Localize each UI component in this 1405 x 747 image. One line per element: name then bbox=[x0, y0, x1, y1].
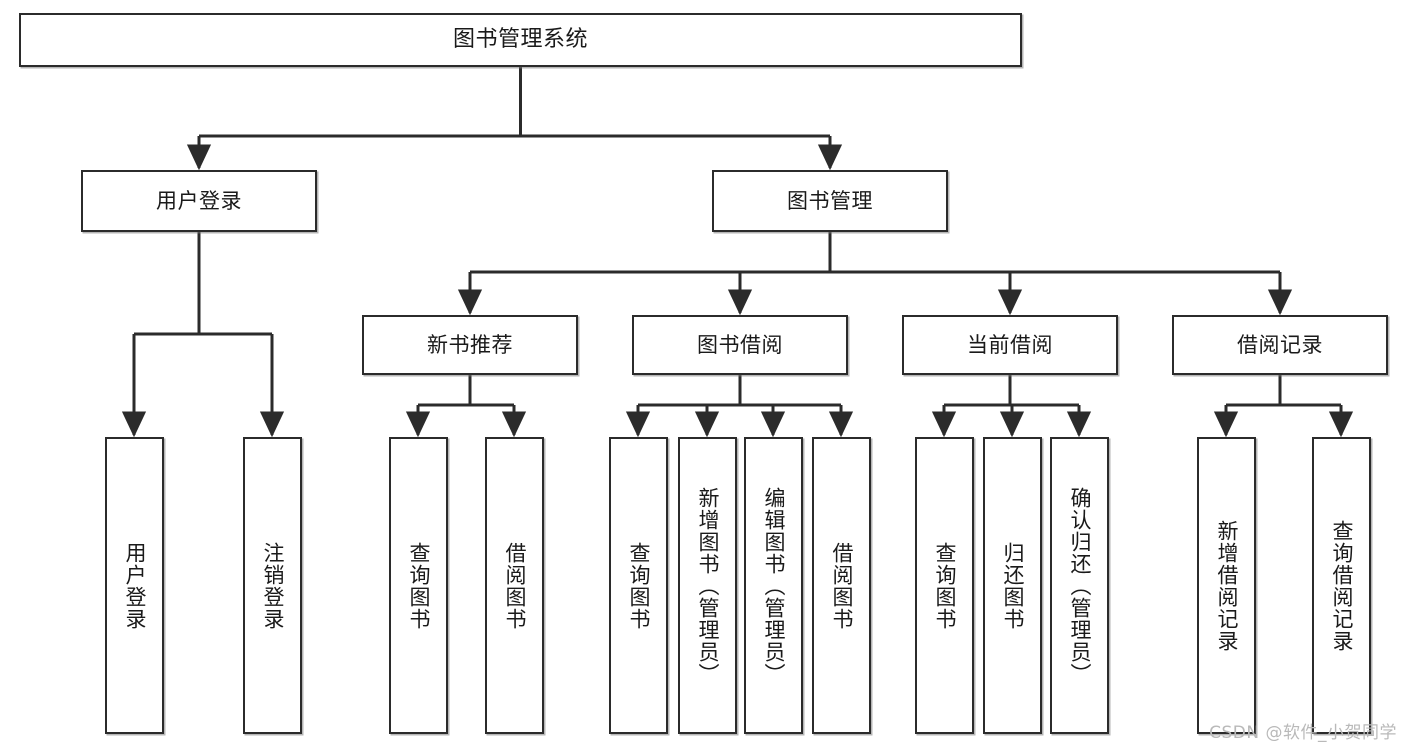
node-label: 查询借阅记录 bbox=[1329, 519, 1354, 652]
node-book-management[interactable]: 图书管理 bbox=[712, 170, 948, 232]
node-leaf-logout-login[interactable]: 注销登录 bbox=[243, 437, 302, 734]
node-label: 查询图书 bbox=[406, 541, 431, 630]
node-label: 图书管理系统 bbox=[452, 27, 588, 53]
node-label: 新增图书（管理员） bbox=[695, 486, 720, 685]
node-current-borrow[interactable]: 当前借阅 bbox=[902, 315, 1118, 375]
node-label: 新书推荐 bbox=[427, 332, 513, 357]
node-leaf-query-book-1[interactable]: 查询图书 bbox=[389, 437, 448, 734]
node-label: 用户登录 bbox=[156, 188, 242, 213]
node-root-book-management-system[interactable]: 图书管理系统 bbox=[19, 13, 1022, 67]
node-label: 注销登录 bbox=[260, 541, 285, 630]
node-label: 借阅图书 bbox=[829, 541, 854, 630]
node-leaf-borrow-book-1[interactable]: 借阅图书 bbox=[485, 437, 544, 734]
node-leaf-user-login[interactable]: 用户登录 bbox=[105, 437, 164, 734]
node-label: 借阅记录 bbox=[1237, 332, 1323, 357]
node-label: 图书管理 bbox=[787, 188, 873, 213]
node-label: 当前借阅 bbox=[967, 332, 1053, 357]
node-label: 借阅图书 bbox=[502, 541, 527, 630]
node-leaf-query-record[interactable]: 查询借阅记录 bbox=[1312, 437, 1371, 734]
node-leaf-add-book[interactable]: 新增图书（管理员） bbox=[678, 437, 737, 734]
node-leaf-query-book-2[interactable]: 查询图书 bbox=[609, 437, 668, 734]
node-leaf-borrow-book-2[interactable]: 借阅图书 bbox=[812, 437, 871, 734]
node-label: 图书借阅 bbox=[697, 332, 783, 357]
node-book-borrow[interactable]: 图书借阅 bbox=[632, 315, 848, 375]
node-label: 归还图书 bbox=[1000, 541, 1025, 630]
node-label: 确认归还（管理员） bbox=[1067, 486, 1092, 685]
node-label: 查询图书 bbox=[932, 541, 957, 630]
node-label: 用户登录 bbox=[122, 541, 147, 630]
watermark-text: CSDN @软件_小贺同学 bbox=[1209, 723, 1397, 743]
node-new-book-recommend[interactable]: 新书推荐 bbox=[362, 315, 578, 375]
node-label: 新增借阅记录 bbox=[1214, 519, 1239, 652]
node-user-login[interactable]: 用户登录 bbox=[81, 170, 317, 232]
node-borrow-record[interactable]: 借阅记录 bbox=[1172, 315, 1388, 375]
node-leaf-confirm-return[interactable]: 确认归还（管理员） bbox=[1050, 437, 1109, 734]
node-leaf-add-record[interactable]: 新增借阅记录 bbox=[1197, 437, 1256, 734]
node-leaf-edit-book[interactable]: 编辑图书（管理员） bbox=[744, 437, 803, 734]
node-leaf-return-book[interactable]: 归还图书 bbox=[983, 437, 1042, 734]
node-label: 编辑图书（管理员） bbox=[761, 486, 786, 685]
node-leaf-query-book-3[interactable]: 查询图书 bbox=[915, 437, 974, 734]
node-label: 查询图书 bbox=[626, 541, 651, 630]
